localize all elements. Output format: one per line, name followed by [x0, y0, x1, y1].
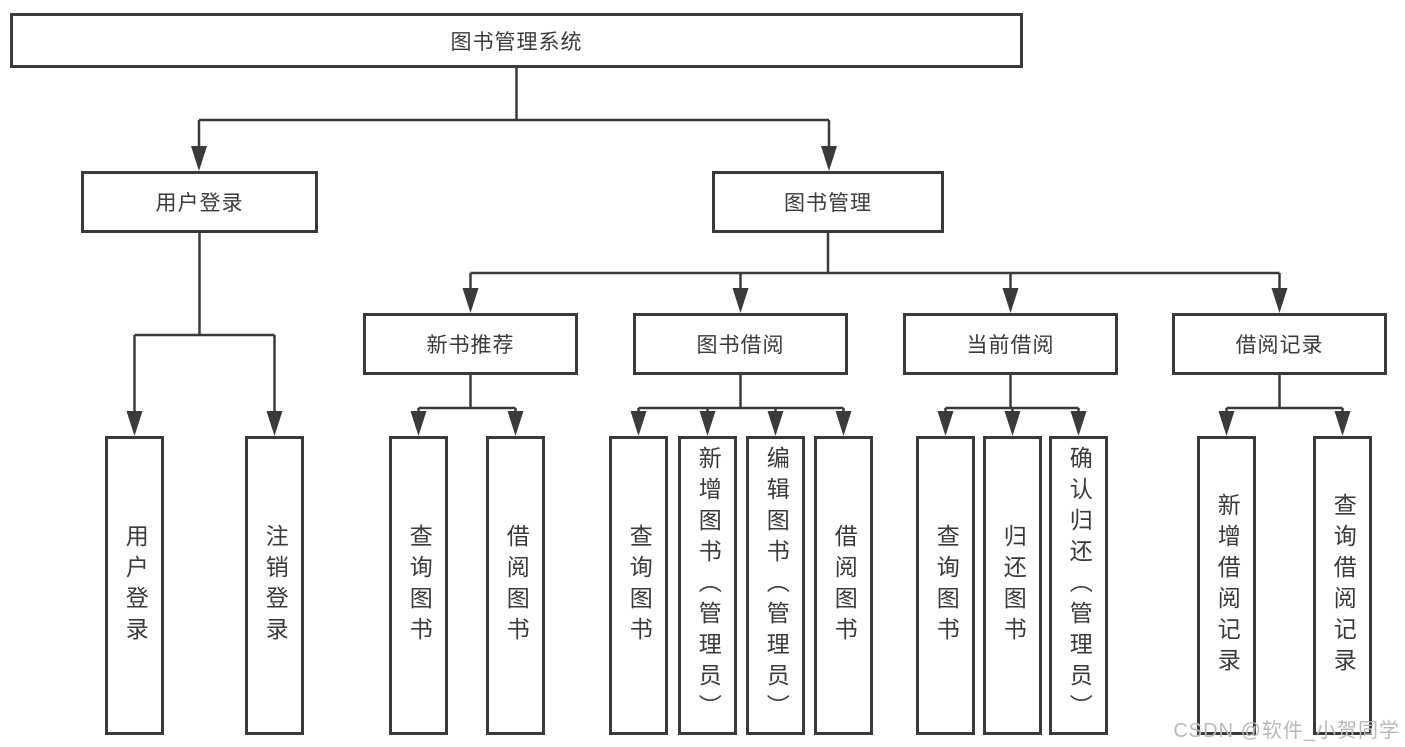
arrow-icon	[699, 411, 716, 436]
connector-new-book-to-leaves	[417, 375, 517, 416]
node-new-book-recommend: 新书推荐	[363, 313, 578, 375]
leaf-query-books-3-label: 查询图书	[933, 523, 960, 648]
leaf-edit-book-admin-label: 编辑图书（管理员）	[763, 446, 790, 725]
leaf-logout: 注销登录	[245, 436, 304, 735]
node-book-management-label: 图书管理	[784, 192, 872, 215]
node-book-management: 图书管理	[712, 171, 944, 233]
node-user-login: 用户登录	[81, 171, 318, 233]
leaf-query-books-2: 查询图书	[609, 436, 668, 735]
leaf-confirm-return-admin: 确认归还（管理员）	[1049, 436, 1108, 735]
arrow-icon	[507, 411, 524, 436]
node-borrow-records-label: 借阅记录	[1235, 334, 1324, 357]
arrow-icon	[1218, 411, 1235, 436]
leaf-logout-label: 注销登录	[262, 523, 289, 648]
arrow-icon	[835, 411, 852, 436]
arrow-icon	[1334, 411, 1351, 436]
leaf-query-books-2-label: 查询图书	[626, 523, 653, 648]
connector-borrow-records-to-leaves	[1225, 375, 1344, 416]
node-current-borrow: 当前借阅	[903, 313, 1118, 375]
arrow-icon	[937, 411, 954, 436]
leaf-borrow-books-1: 借阅图书	[486, 436, 545, 735]
csdn-watermark: CSDN @软件_小贺同学	[1173, 720, 1400, 742]
arrow-icon	[767, 411, 784, 436]
node-root-label: 图书管理系统	[450, 30, 583, 54]
arrow-icon	[191, 146, 207, 171]
connector-book-mgmt-to-level3	[469, 233, 1281, 292]
arrow-icon	[462, 288, 479, 313]
arrow-icon	[821, 146, 837, 171]
leaf-edit-book-admin: 编辑图书（管理员）	[746, 436, 805, 735]
connector-current-borrow-to-leaves	[944, 375, 1080, 416]
leaf-return-book-label: 归还图书	[1000, 523, 1027, 648]
connector-book-borrow-to-leaves	[637, 375, 845, 416]
node-new-book-recommend-label: 新书推荐	[426, 334, 515, 357]
leaf-add-borrow-record: 新增借阅记录	[1197, 436, 1256, 735]
leaf-query-books-1: 查询图书	[389, 436, 448, 735]
arrow-icon	[1002, 288, 1019, 313]
node-book-borrow-label: 图书借阅	[696, 334, 785, 357]
leaf-query-books-1-label: 查询图书	[406, 523, 433, 648]
leaf-query-borrow-record: 查询借阅记录	[1313, 436, 1372, 735]
connector-user-login-to-leaves	[133, 233, 276, 415]
arrow-icon	[410, 411, 427, 436]
arrow-icon	[126, 411, 143, 436]
connector-root-to-level2	[197, 68, 831, 150]
node-borrow-records: 借阅记录	[1172, 313, 1387, 375]
arrow-icon	[1004, 411, 1021, 436]
leaf-confirm-return-admin-label: 确认归还（管理员）	[1066, 446, 1093, 725]
arrowheads	[126, 146, 1351, 436]
leaf-borrow-books-2-label: 借阅图书	[831, 523, 858, 648]
leaf-borrow-books-2: 借阅图书	[814, 436, 873, 735]
node-root: 图书管理系统	[10, 13, 1023, 68]
leaf-user-login: 用户登录	[105, 436, 164, 735]
node-current-borrow-label: 当前借阅	[966, 334, 1055, 357]
leaf-add-book-admin: 新增图书（管理员）	[678, 436, 737, 735]
arrow-icon	[266, 411, 283, 436]
leaf-query-books-3: 查询图书	[916, 436, 975, 735]
arrow-icon	[1271, 288, 1288, 313]
leaf-query-borrow-record-label: 查询借阅记录	[1330, 492, 1357, 679]
leaf-user-login-label: 用户登录	[122, 523, 149, 648]
leaf-return-book: 归还图书	[983, 436, 1042, 735]
arrow-icon	[630, 411, 647, 436]
leaf-add-borrow-record-label: 新增借阅记录	[1214, 492, 1241, 679]
arrow-icon	[1070, 411, 1087, 436]
arrow-icon	[732, 288, 749, 313]
node-user-login-label: 用户登录	[155, 192, 244, 215]
leaf-add-book-admin-label: 新增图书（管理员）	[695, 446, 722, 725]
node-book-borrow: 图书借阅	[633, 313, 848, 375]
leaf-borrow-books-1-label: 借阅图书	[503, 523, 530, 648]
